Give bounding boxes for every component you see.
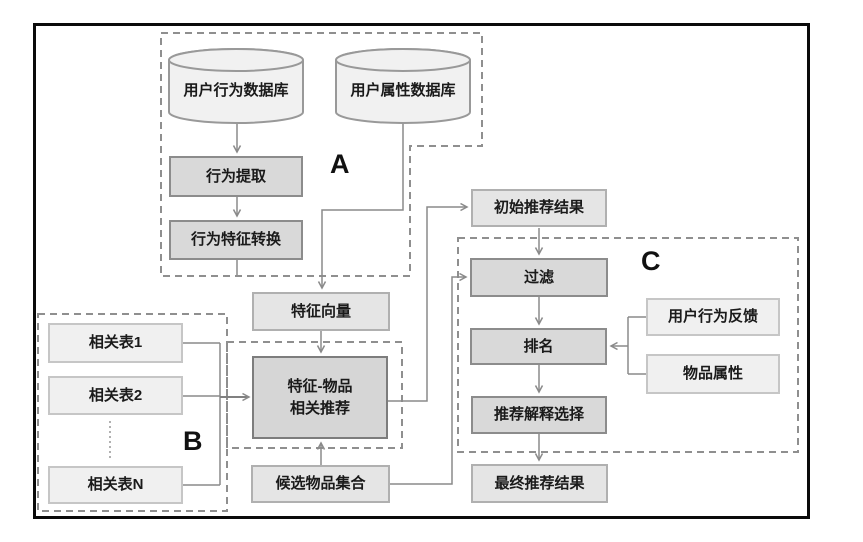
user-behavior-db-cylinder (168, 48, 304, 124)
node-initial-recommendation-result: 初始推荐结果 (471, 189, 607, 227)
node-related-table-n: 相关表N (48, 466, 183, 504)
node-related-table-2: 相关表2 (48, 376, 183, 415)
node-feature-item-recommendation: 特征-物品 相关推荐 (252, 356, 388, 439)
node-user-behavior-feedback: 用户行为反馈 (646, 298, 780, 336)
node-behavior-extraction: 行为提取 (169, 156, 303, 197)
group-c-outline (457, 237, 799, 453)
node-final-recommendation-result: 最终推荐结果 (471, 464, 608, 503)
group-b-label: B (183, 426, 203, 456)
node-behavior-feature-conversion: 行为特征转换 (169, 220, 303, 260)
node-related-table-1: 相关表1 (48, 323, 183, 363)
node-recommendation-explanation-selection: 推荐解释选择 (471, 396, 607, 434)
feature-item-line2: 相关推荐 (289, 399, 350, 417)
feature-item-line1: 特征-物品 (287, 377, 353, 395)
group-a-outline (160, 32, 483, 277)
node-item-attribute: 物品属性 (646, 354, 780, 394)
node-user-behavior-db-label: 用户行为数据库 (183, 81, 289, 99)
node-filter: 过滤 (470, 258, 608, 297)
edge-candidate-to-filter (390, 272, 468, 485)
edge-featureitem-to-initialresult (388, 202, 469, 402)
user-attribute-db-cylinder (335, 48, 471, 124)
node-feature-vector: 特征向量 (252, 292, 390, 331)
node-candidate-item-set: 候选物品集合 (251, 465, 390, 503)
feature-item-group-outline (226, 341, 403, 449)
group-b-outline (37, 313, 228, 512)
diagram-frame (33, 23, 810, 519)
group-c-label: C (641, 246, 661, 276)
node-ranking: 排名 (470, 328, 607, 365)
group-a-label: A (330, 149, 350, 179)
edge-attributedb-to-featurevector (317, 124, 404, 290)
node-user-attribute-db-label: 用户属性数据库 (350, 81, 456, 99)
